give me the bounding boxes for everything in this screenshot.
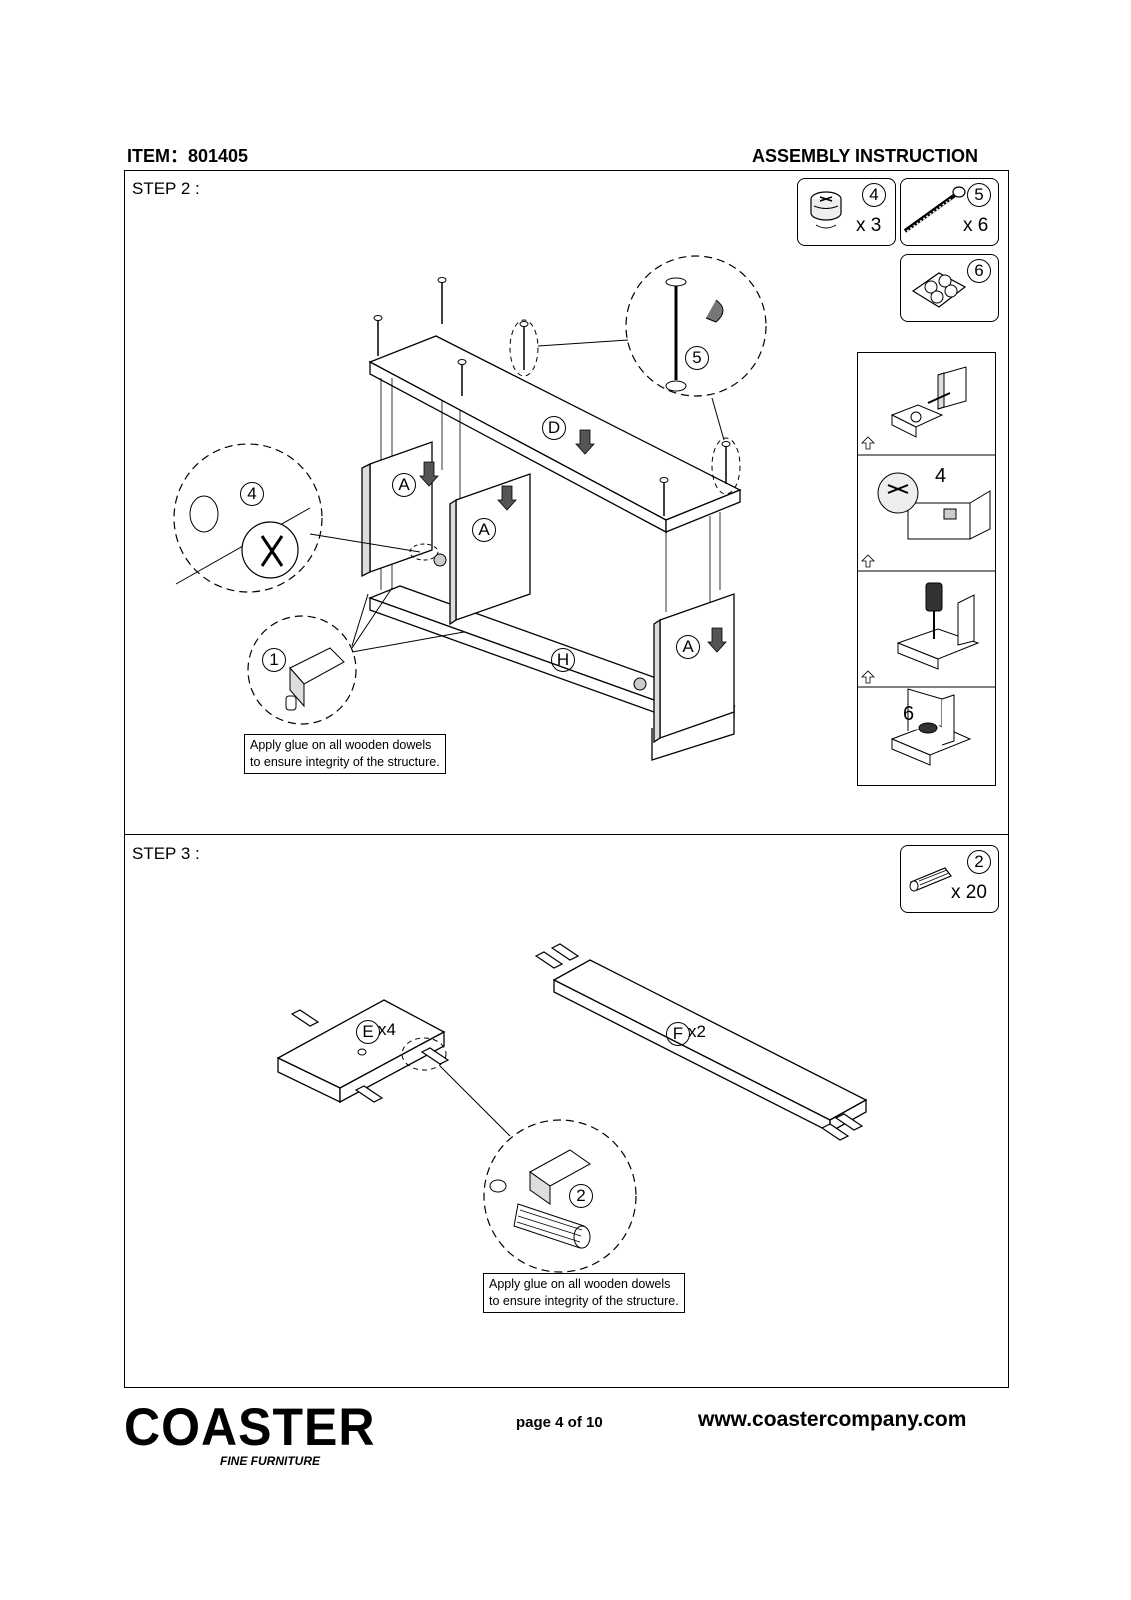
step-divider — [124, 834, 1009, 835]
wooden-dowel-icon — [909, 867, 952, 892]
panel-side-label: A — [676, 635, 700, 659]
panel-side-label: A — [392, 473, 416, 497]
panel-f-quantity: x2 — [688, 1022, 706, 1041]
callout-dowel: 1 — [262, 648, 286, 672]
item-number: ITEM：801405 — [127, 146, 249, 166]
part-number: 2 — [967, 850, 991, 874]
note-line: to ensure integrity of the structure. — [250, 755, 440, 769]
brand-subtitle: FINE FURNITURE — [220, 1454, 320, 1468]
part-5-box: 5 x 6 — [900, 178, 999, 246]
website-link[interactable]: www.coastercompany.com — [698, 1408, 967, 1431]
part-6-box: 6 — [900, 254, 999, 322]
cam-lock-sequence-panel: 4 6 — [857, 352, 996, 786]
sequence-sticker-number: 6 — [903, 703, 915, 725]
part-number: 4 — [862, 183, 886, 207]
screw-bolt-icon — [903, 186, 966, 233]
part-number: 5 — [967, 183, 991, 207]
stickers-icon — [911, 272, 967, 308]
step-3-label: STEP 3 : — [132, 844, 200, 863]
glue-note-step-2: Apply glue on all wooden dowels to ensur… — [244, 734, 446, 774]
panel-e-label: E — [356, 1020, 380, 1044]
document-title: ASSEMBLY INSTRUCTION — [752, 146, 979, 166]
instruction-frame — [124, 170, 1009, 1388]
part-2-box: 2 x 20 — [900, 845, 999, 913]
note-line: to ensure integrity of the structure. — [489, 1294, 679, 1308]
part-quantity: x 6 — [963, 215, 989, 236]
part-quantity: x 20 — [951, 882, 987, 903]
part-quantity: x 3 — [856, 215, 882, 236]
page-number: page 4 of 10 — [516, 1414, 603, 1431]
callout-screw: 5 — [685, 346, 709, 370]
sequence-cam-number: 4 — [935, 465, 947, 487]
panel-bottom-label: H — [551, 648, 575, 672]
note-line: Apply glue on all wooden dowels — [489, 1277, 671, 1291]
part-number: 6 — [967, 259, 991, 283]
panel-e-quantity: x4 — [378, 1020, 396, 1039]
callout-cam-lock: 4 — [240, 482, 264, 506]
cam-lock-sequence-diagram — [858, 366, 995, 766]
note-line: Apply glue on all wooden dowels — [250, 738, 432, 752]
cam-lock-icon — [810, 191, 842, 229]
callout-dowel-step-3: 2 — [569, 1184, 593, 1208]
glue-note-step-3: Apply glue on all wooden dowels to ensur… — [483, 1273, 685, 1313]
panel-side-label: A — [472, 518, 496, 542]
panel-top-label: D — [542, 416, 566, 440]
panel-f-label: F — [666, 1022, 690, 1046]
part-4-box: 4 x 3 — [797, 178, 896, 246]
step-2-label: STEP 2 : — [132, 179, 200, 198]
brand-logo: COASTER — [124, 1397, 376, 1457]
